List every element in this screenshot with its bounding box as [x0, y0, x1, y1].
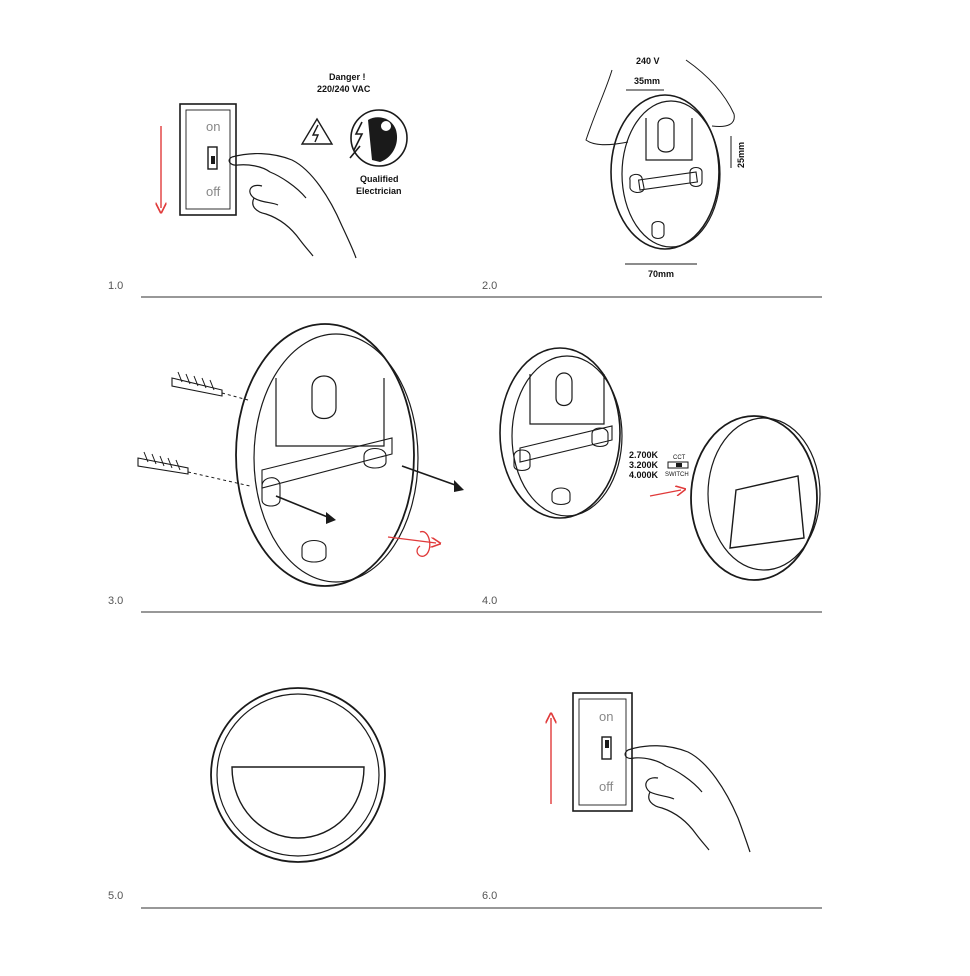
dimension-bottom-label: 70mm	[648, 269, 674, 279]
step-4-cover: 2.700K 3.200K 4.000K CCT SWITCH	[499, 347, 821, 581]
wall-plug-icon	[137, 451, 251, 487]
dimension-side-label: 25mm	[736, 142, 746, 168]
rotate-arrow-icon	[387, 531, 436, 557]
wall-switch: on off	[179, 103, 237, 216]
cct-label: CCT	[673, 455, 686, 461]
danger-line-2: 220/240 VAC	[317, 84, 371, 94]
step-number-6: 6.0	[482, 890, 497, 902]
switch-on-label: on	[206, 119, 220, 134]
step-1-switch-off: on off Danger ! 220/240 VAC Qualified El…	[161, 72, 408, 259]
switch-on-label: on	[599, 709, 613, 724]
mounting-plate-small	[499, 347, 623, 519]
screw-icon	[401, 465, 464, 492]
mounting-plate-large	[235, 323, 419, 587]
qualified-line-1: Qualified	[360, 174, 399, 184]
light-window	[231, 766, 365, 839]
step-number-1: 1.0	[108, 280, 123, 292]
step-number-3: 3.0	[108, 595, 123, 607]
step-2-dimensions: 240 V 35mm 25mm 70mm	[585, 56, 746, 279]
switch-off-label: off	[206, 184, 221, 199]
switch-off-label: off	[599, 779, 614, 794]
step-number-2: 2.0	[482, 280, 497, 292]
screw-icon	[275, 495, 336, 524]
voltage-label: 240 V	[636, 56, 660, 66]
wire-left	[585, 69, 629, 146]
cct-switch-icon	[667, 461, 689, 469]
step-6-switch-on: on off	[551, 692, 751, 853]
step-number-5: 5.0	[108, 890, 123, 902]
dimension-top-label: 35mm	[634, 76, 660, 86]
cct-value-3: 4.000K	[629, 470, 659, 480]
hand-icon	[624, 745, 751, 853]
electrician-icon	[349, 109, 408, 167]
cover-plate	[690, 415, 821, 581]
cct-value-2: 3.200K	[629, 460, 659, 470]
step-number-4: 4.0	[482, 595, 497, 607]
hand-icon	[228, 153, 357, 259]
qualified-line-2: Electrician	[356, 186, 402, 196]
wall-switch: on off	[572, 692, 633, 812]
insert-arrow-icon	[649, 490, 681, 497]
cct-value-1: 2.700K	[629, 450, 659, 460]
step-3-mounting	[137, 323, 464, 587]
danger-line-1: Danger !	[329, 72, 366, 82]
wire-right	[685, 59, 735, 127]
high-voltage-warning-icon	[300, 117, 334, 145]
mounting-plate-front	[610, 94, 721, 250]
switch-label: SWITCH	[665, 472, 689, 478]
step-5-installed-light	[210, 687, 386, 863]
wall-plug-icon	[171, 371, 249, 401]
